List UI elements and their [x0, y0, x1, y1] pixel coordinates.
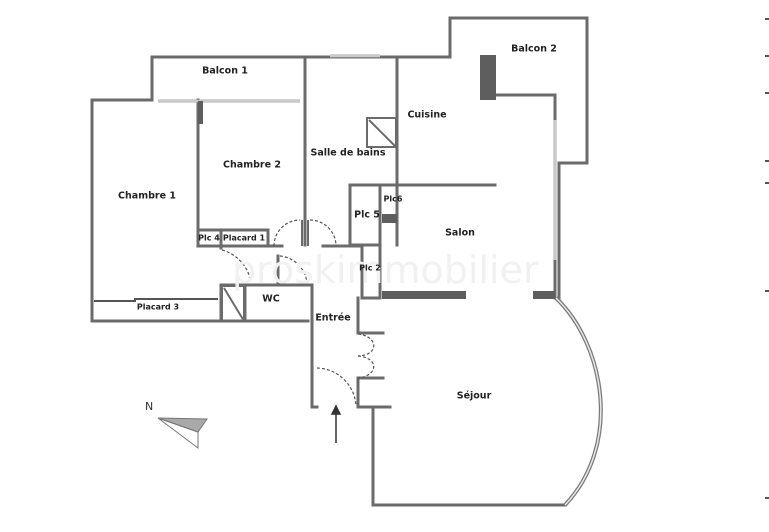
room-label-placard-3: Placard 3 — [136, 302, 180, 312]
compass-north-label: N — [145, 400, 154, 413]
room-label-chambre-2: Chambre 2 — [223, 159, 281, 171]
column-plc-6 — [382, 214, 397, 223]
wall-entree-right — [356, 296, 385, 335]
room-label-placard-1: Placard 1 — [222, 233, 266, 243]
wall-entree-left — [310, 283, 319, 409]
room-label-balcon-2: Balcon 2 — [511, 43, 557, 55]
wall-plc-2 — [360, 243, 382, 300]
wall-entree-right-3 — [356, 376, 392, 409]
edge-tick — [765, 290, 769, 292]
column-cuisine — [480, 55, 496, 100]
wall-salon-low-right — [533, 291, 555, 299]
entrance-arrow-icon — [330, 404, 342, 443]
room-label-plc-6: Plc6 — [383, 194, 403, 204]
bay-window — [554, 296, 603, 507]
edge-tick — [765, 497, 769, 499]
door-chambre-1[interactable] — [221, 249, 251, 279]
edge-tick — [765, 55, 769, 57]
room-label-sejour: Séjour — [456, 390, 492, 402]
room-label-salle-de-bains: Salle de bains — [310, 147, 386, 159]
room-label-wc: WC — [262, 293, 280, 305]
compass-icon — [157, 417, 208, 449]
door-wc[interactable] — [279, 255, 308, 284]
door-sdb[interactable] — [309, 219, 337, 247]
room-label-cuisine: Cuisine — [407, 109, 447, 121]
edge-tick — [765, 18, 769, 20]
wall-chambre-1 — [90, 98, 310, 323]
room-label-entree: Entrée — [315, 312, 351, 324]
wall-salon-low-left — [382, 291, 466, 299]
wall-sejour — [371, 405, 567, 507]
room-label-plc-4: Plc 4 — [198, 233, 220, 243]
room-label-plc-2: Plc 2 — [359, 263, 381, 273]
shaft-wc — [221, 285, 245, 322]
door-chambre-2[interactable] — [273, 219, 301, 247]
wall-plc-5 — [348, 183, 382, 247]
shaft-sdb — [366, 117, 397, 148]
room-label-chambre-1: Chambre 1 — [118, 190, 176, 202]
wall-balcon-1 — [150, 55, 307, 102]
door-sejour-2[interactable] — [357, 355, 375, 379]
edge-tick — [765, 182, 769, 184]
edge-tick — [765, 160, 769, 162]
door-entrance[interactable] — [316, 367, 357, 407]
room-label-plc-5: Plc 5 — [354, 209, 380, 221]
door-sejour-1[interactable] — [357, 333, 375, 357]
placard-3-front — [94, 298, 218, 302]
wall-top-center — [303, 16, 589, 302]
edge-tick — [765, 92, 769, 94]
room-label-balcon-1: Balcon 1 — [202, 65, 248, 77]
room-label-salon: Salon — [445, 227, 475, 239]
column-chambre — [198, 101, 203, 124]
